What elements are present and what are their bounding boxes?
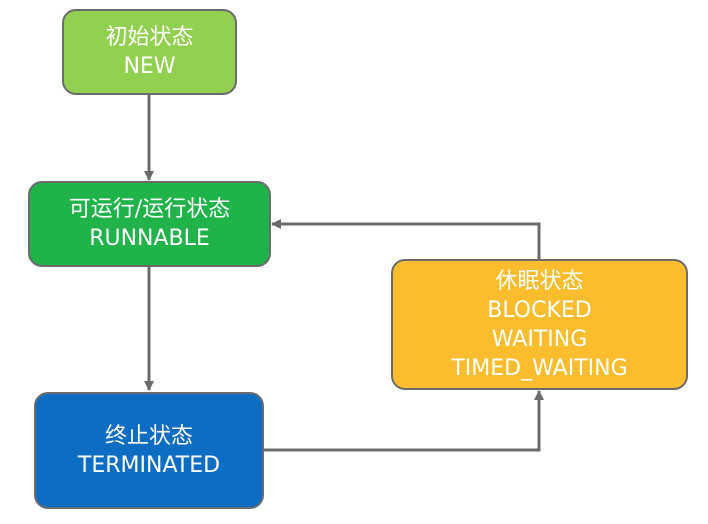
state-terminated-label-en: TERMINATED: [77, 452, 221, 478]
state-new-label-cn: 初始状态: [105, 25, 194, 50]
state-node-new: 初始状态 NEW: [62, 9, 237, 95]
state-runnable-label-cn: 可运行/运行状态: [68, 197, 231, 222]
edge-blocked-to-runnable: [271, 219, 541, 259]
state-blocked-label-en-3: TIMED_WAITING: [451, 355, 628, 381]
state-node-runnable: 可运行/运行状态 RUNNABLE: [28, 181, 271, 267]
state-runnable-label-en: RUNNABLE: [89, 226, 210, 251]
state-blocked-label-en-2: WAITING: [491, 326, 588, 352]
state-new-label-en: NEW: [123, 54, 176, 79]
state-blocked-label-cn: 休眠状态: [495, 268, 584, 294]
state-blocked-label-en-1: BLOCKED: [487, 297, 592, 323]
edge-terminated-to-blocked: [264, 390, 544, 452]
state-terminated-label-cn: 终止状态: [104, 423, 193, 449]
state-node-blocked: 休眠状态 BLOCKED WAITING TIMED_WAITING: [391, 259, 688, 390]
state-node-terminated: 终止状态 TERMINATED: [34, 392, 264, 509]
